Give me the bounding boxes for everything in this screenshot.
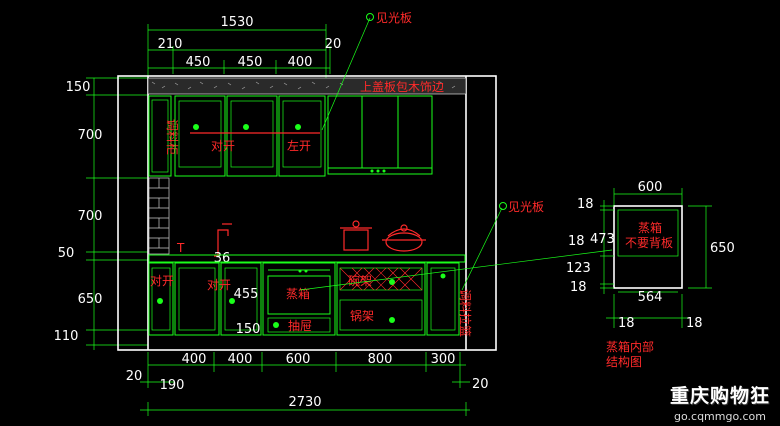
dim-det-18c: 18 [570, 280, 587, 295]
dim-left-650: 650 [78, 292, 103, 307]
top-board: 上盖板包木饰边 [147, 77, 467, 95]
dim-top-210: 210 [158, 37, 183, 52]
dim-left-50: 50 [58, 246, 75, 261]
dim-bot-20a: 20 [126, 369, 143, 384]
leader-see-panel-right: 见光板 [299, 200, 613, 291]
dim-top-400: 400 [288, 55, 313, 70]
dim-bot-800: 800 [368, 352, 393, 367]
label-steam-box: 蒸箱 [286, 286, 310, 301]
label-see-panel-top: 见光板 [376, 11, 412, 25]
label-base-open-2: 对开 [207, 278, 231, 292]
steam-box-detail: 600 18 18 473 123 18 650 蒸箱 不要背板 564 18 … [566, 180, 735, 369]
label-open-pair: 对开 [211, 139, 235, 153]
dim-det-650: 650 [710, 241, 735, 256]
dim-det-18b: 18 [568, 234, 585, 249]
watermark-url: go.cqmmgo.com [674, 410, 766, 423]
dim-left-700b: 700 [78, 209, 103, 224]
dim-left-150: 150 [66, 80, 91, 95]
label-see-panel-right: 见光板 [508, 200, 544, 214]
faucet: T 36 [176, 223, 232, 266]
label-pan-rack-top: 碗架 [348, 273, 372, 288]
room-outline [117, 75, 497, 351]
dim-top-total: 1530 [220, 15, 253, 30]
dim-bot-400a: 400 [182, 352, 207, 367]
dim-bot-600: 600 [286, 352, 311, 367]
label-open-left: 左开 [287, 138, 311, 153]
dim-det-18e: 18 [686, 316, 703, 331]
dim-top-450b: 450 [238, 55, 263, 70]
label-tap: T [176, 241, 185, 255]
dim-inner-150: 150 [236, 322, 261, 337]
label-upper-board: 上盖板包木饰边 [360, 80, 444, 94]
dim-bot-190: 190 [160, 378, 185, 393]
dim-det-123: 123 [566, 261, 591, 276]
dim-left-700a: 700 [78, 128, 103, 143]
label-detail-note: 不要背板 [625, 236, 673, 250]
dim-det-473: 473 [590, 232, 615, 247]
dim-det-564: 564 [638, 290, 663, 305]
upper-cabinets: 调料柜 对开 左开 [148, 95, 433, 177]
top-dimensions: 1530 210 450 450 400 20 [147, 15, 342, 78]
dim-inner-455: 455 [234, 287, 259, 302]
dim-bot-total: 2730 [288, 395, 321, 410]
brick-wall [148, 177, 170, 255]
countertop [148, 254, 466, 263]
label-detail-title: 蒸箱 [638, 220, 662, 235]
detail-caption-1: 蒸箱内部 [606, 339, 654, 354]
dim-inner-36: 36 [214, 251, 231, 266]
bottom-dimensions: 400 400 600 800 300 20 190 20 2730 [126, 352, 489, 416]
base-cabinets: 对开 对开 455 150 蒸箱 抽屉 碗架 锅架 调料拉篮 [148, 262, 473, 337]
label-side-cab: 调料柜 [165, 119, 179, 155]
cookware [340, 220, 426, 252]
label-drawer: 抽屉 [288, 319, 312, 333]
dim-det-18a: 18 [577, 197, 594, 212]
dim-bot-400b: 400 [228, 352, 253, 367]
leader-see-panel-top: 见光板 [321, 11, 412, 131]
dim-left-110: 110 [54, 329, 79, 344]
left-dimensions: 150 700 700 50 650 110 [54, 77, 148, 350]
label-pan-rack: 锅架 [350, 308, 374, 323]
dim-top-20: 20 [325, 37, 342, 52]
label-base-open: 对开 [150, 274, 174, 288]
dim-bot-300: 300 [431, 352, 456, 367]
label-seasoning-pull: 调料拉篮 [458, 289, 473, 337]
dim-bot-20b: 20 [472, 377, 489, 392]
dim-det-18d: 18 [618, 316, 635, 331]
detail-caption-2: 结构图 [606, 354, 642, 369]
dim-top-450a: 450 [186, 55, 211, 70]
watermark-title: 重庆购物狂 [669, 385, 770, 407]
dim-det-600: 600 [638, 180, 663, 195]
